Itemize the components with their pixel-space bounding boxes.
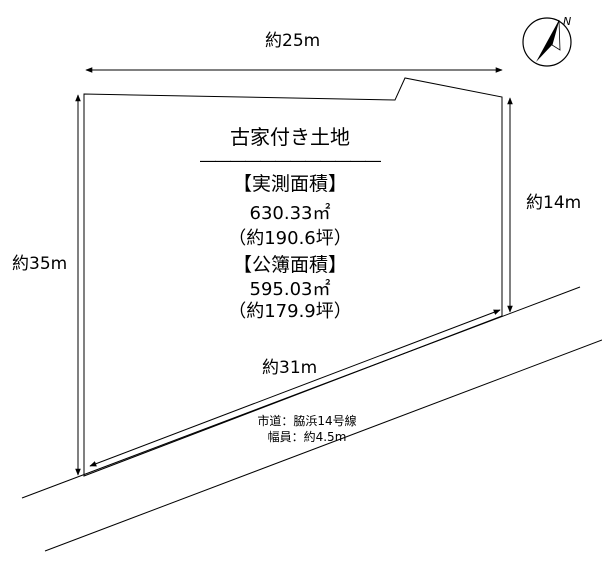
road-edge-upper	[21, 286, 581, 499]
measured-area-tsubo: （約190.6坪）	[228, 228, 352, 249]
lot-boundary	[83, 77, 503, 477]
road-width-label: 幅員：約4.5m	[267, 430, 347, 444]
measured-area-sqm: 630.33㎡	[249, 203, 331, 224]
dimension-label-bottom: 約31m	[262, 358, 318, 378]
property-title: 古家付き土地	[230, 125, 350, 149]
north-compass-icon: N	[522, 15, 572, 67]
road-edge-lower	[44, 339, 602, 552]
registered-area-heading: 【公簿面積】	[232, 254, 347, 276]
dimension-label-right: 約14m	[526, 193, 582, 213]
compass-north-label: N	[563, 15, 571, 28]
registered-area-tsubo: （約179.9坪）	[228, 301, 352, 322]
registered-area-sqm: 595.03㎡	[249, 279, 331, 300]
dimension-line-bottom	[89, 309, 501, 467]
title-rule: ――――――――――――	[200, 151, 381, 170]
measured-area-heading: 【実測面積】	[232, 173, 347, 195]
road-name-label: 市道：脇浜14号線	[257, 414, 357, 428]
dimension-label-left: 約35m	[12, 254, 68, 274]
dimension-label-top: 約25m	[265, 31, 321, 51]
